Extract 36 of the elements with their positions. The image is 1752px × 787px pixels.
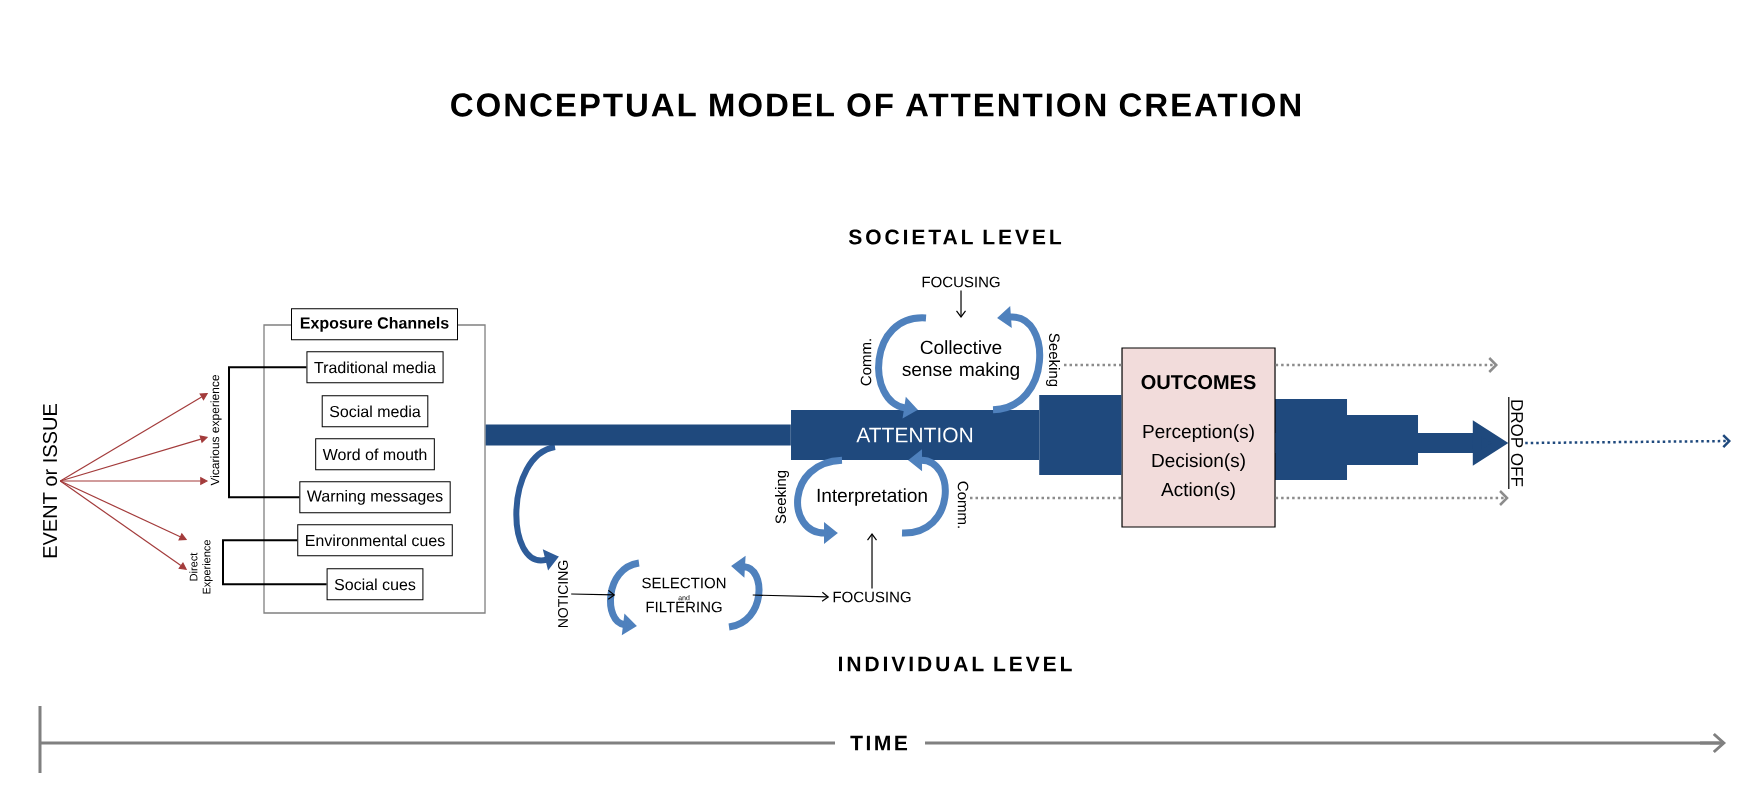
attention-band: ATTENTION [791,410,1039,460]
process-label: Collective sense making [902,340,1019,380]
node-label: ATTENTION [856,427,973,443]
level-label: SOCIETAL LEVEL [848,229,1062,245]
connector-arrow [866,533,878,590]
axis-label: TIME [850,735,908,751]
bracket-label: Direct Experience [189,540,213,594]
vertical-label: DROP OFF [1508,396,1524,490]
dotted-line [1064,363,1122,367]
channel-box: Social cues [326,568,424,601]
edge-label: Comm. [860,339,872,386]
channel-box: Environmental cues [297,524,453,557]
dotted-arrow [1275,357,1498,373]
process-label: Interpretation [817,488,927,506]
process-label: FOCUSING [922,276,1000,288]
vertical-label: EVENT or ISSUE [42,404,58,558]
channel-box: Word of mouth [315,438,435,471]
process-label: FOCUSING [833,591,911,603]
channel-box: Social media [321,395,429,428]
attention-band [485,424,791,446]
outcomes-box: OUTCOMES Perception(s) Decision(s) Action(s) [1121,347,1276,528]
dotted-arrow [1525,434,1732,448]
dotted-line [970,496,1122,500]
connector-arrow [955,289,967,318]
channel-box: Warning messages [299,481,451,514]
channel-box: Traditional media [306,351,444,384]
connector-arrow [752,591,830,602]
vertical-label: NOTICING [558,560,568,628]
bracket-label: Vicarious experience [210,375,222,486]
connector-arrow [570,589,616,600]
dotted-arrow [1275,490,1509,506]
edge-label: Seeking [1046,333,1060,387]
edge-label: Comm. [957,481,969,528]
diagram-title: CONCEPTUAL MODEL OF ATTENTION CREATION [451,93,1300,117]
edge-label: Seeking [775,470,789,524]
level-label: INDIVIDUAL LEVEL [839,656,1072,672]
